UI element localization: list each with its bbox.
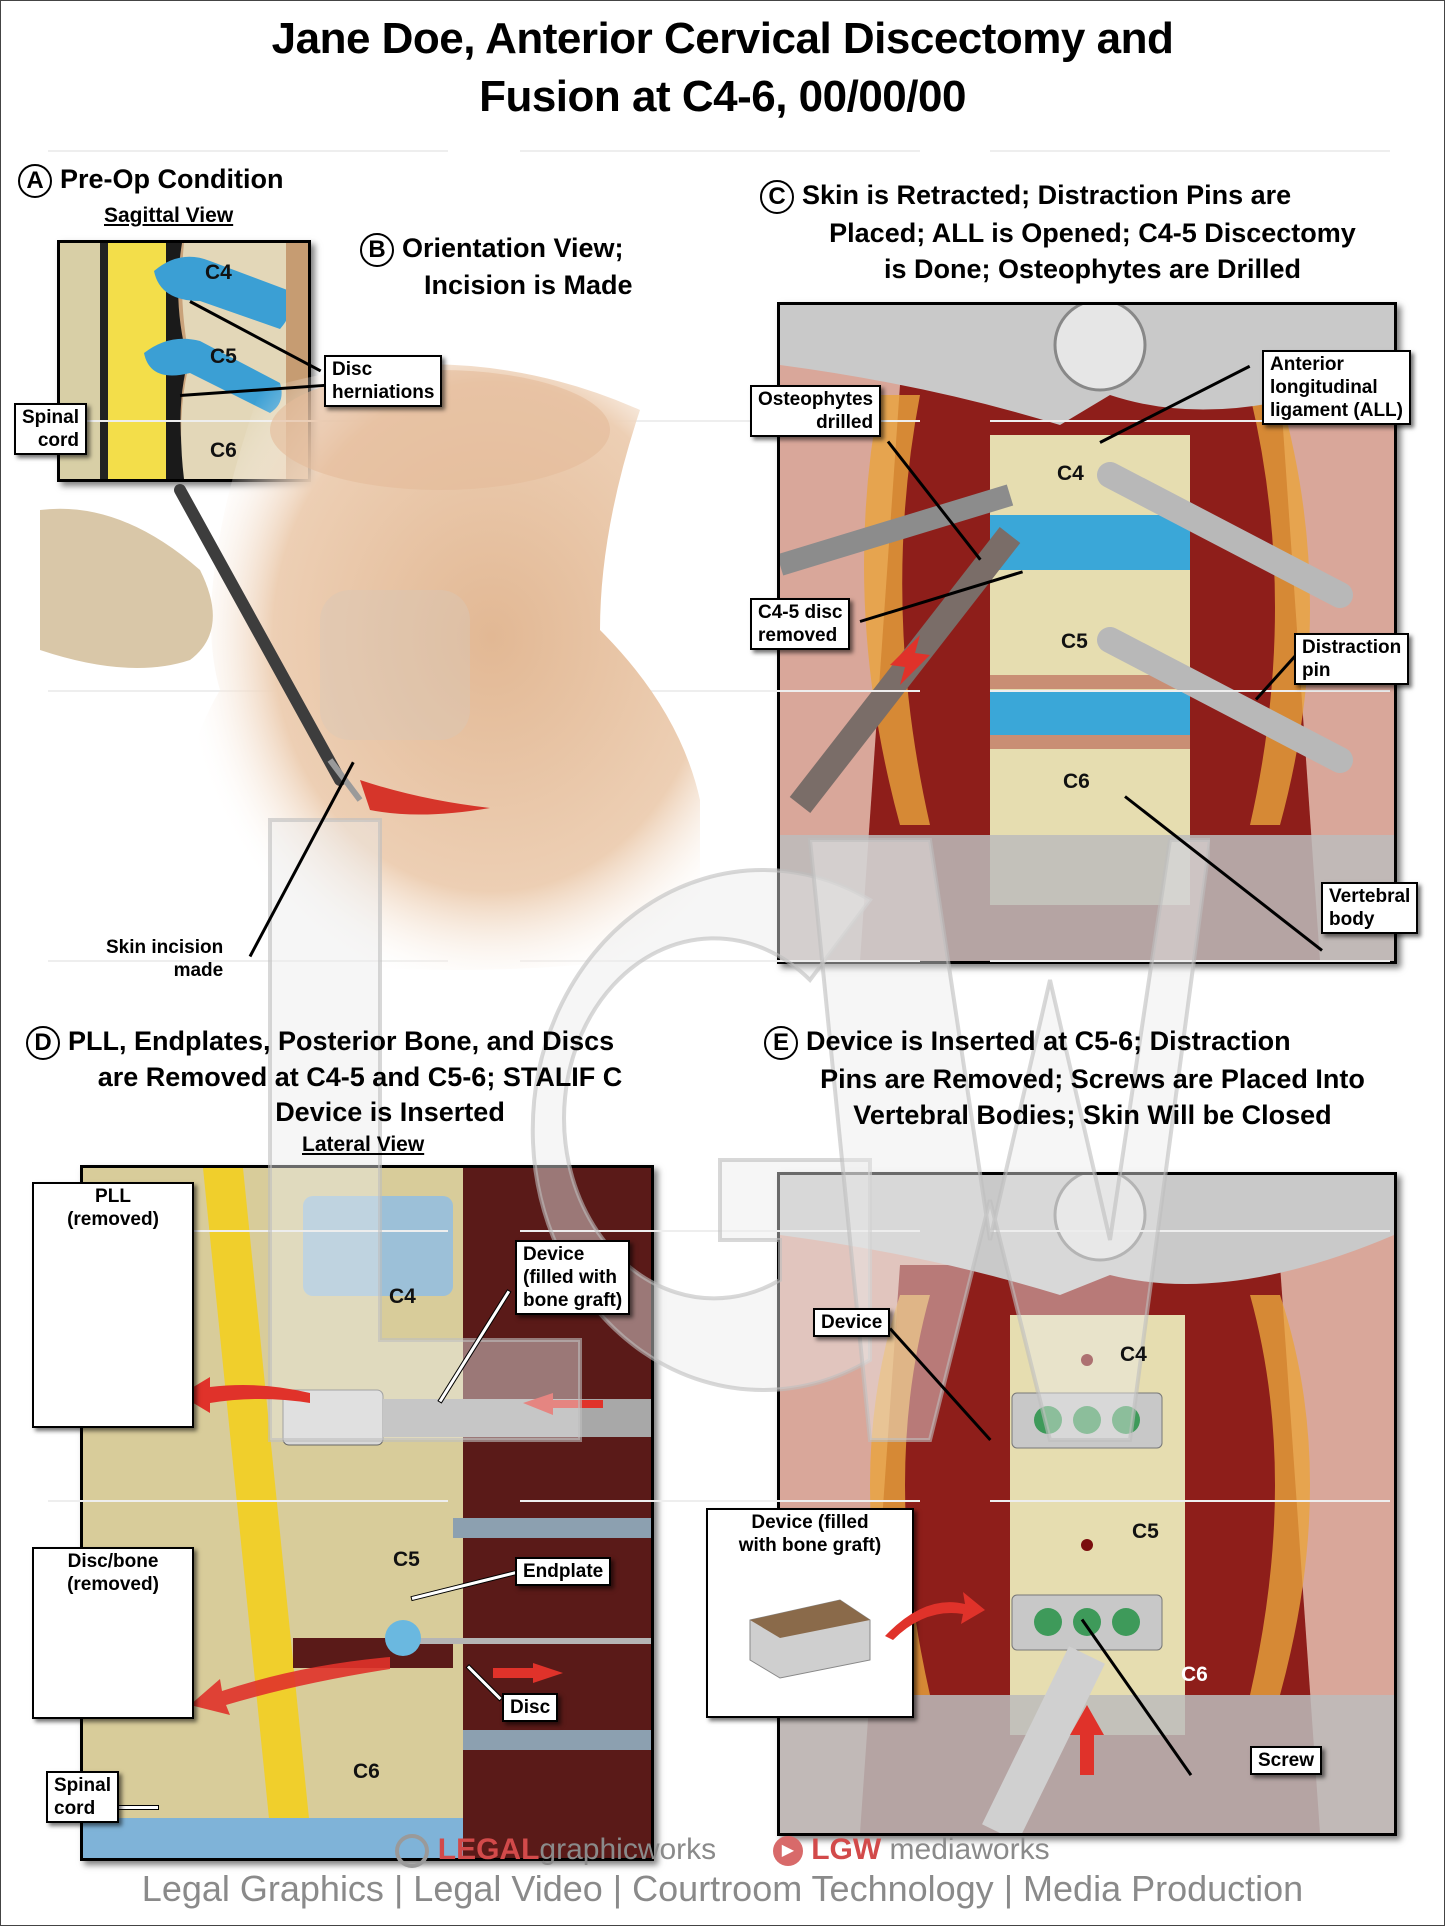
device-inset-illustration [749, 1599, 871, 1679]
vertebra-c4: C4 [205, 261, 232, 284]
label-screw: Screw [1250, 1746, 1322, 1775]
disc-c5-6 [144, 338, 282, 413]
vertebra-c4-e: C4 [1120, 1343, 1147, 1366]
label-pll-removed: PLL (removed) [32, 1182, 194, 1428]
gloved-hand [40, 508, 213, 668]
panel-e-letter: E [764, 1025, 798, 1060]
label-skin-incision: Skin incision made [106, 937, 224, 981]
vertebra-c4-c: C4 [1057, 462, 1084, 485]
panel-b-letter: B [360, 232, 394, 267]
panel-e-surgical-image: C4 C5 C6 [777, 1172, 1397, 1836]
label-anterior-longitudinal-ligament: Anterior longitudinal ligament (ALL) [1262, 350, 1411, 425]
trachea [320, 590, 470, 740]
label-disc-bone-removed: Disc/bone (removed) [32, 1547, 194, 1719]
panel-d-letter: D [26, 1025, 60, 1060]
vertebra-c6-d: C6 [353, 1760, 380, 1783]
vertebra-c4-d: C4 [389, 1285, 416, 1308]
arrow-screw-insert [1070, 1705, 1104, 1775]
label-distraction-pin: Distraction pin [1294, 633, 1410, 685]
panel-b-heading: B Orientation View; [360, 231, 624, 267]
panel-d-title-line-3: Device is Inserted [275, 1097, 505, 1127]
label-device-filled-d: Device (filled with bone graft) [515, 1240, 631, 1315]
panel-e-heading: E Device is Inserted at C5-6; Distraction [764, 1024, 1291, 1060]
logo-graphicworks-text: graphicworks [539, 1833, 717, 1866]
logo-mediaworks-text: mediaworks [889, 1833, 1050, 1866]
page-title-line-2: Fusion at C4-6, 00/00/00 [479, 72, 966, 121]
label-spinal-cord-a: Spinal cord [14, 403, 88, 455]
retractor-bottom [780, 835, 1394, 961]
label-disc-d: Disc [502, 1693, 559, 1722]
screwdriver [982, 1646, 1105, 1833]
vertebra-c5: C5 [210, 345, 237, 368]
vertebra-c5-e: C5 [1132, 1520, 1159, 1543]
label-spinal-cord-d: Spinal cord [46, 1771, 120, 1823]
label-vertebral-body: Vertebral body [1321, 882, 1419, 934]
label-device-e: Device [813, 1308, 891, 1337]
distraction-pin-upper [1097, 462, 1353, 608]
panel-b-neck-illustration [40, 330, 700, 990]
panel-c-title-line-3: is Done; Osteophytes are Drilled [883, 254, 1302, 284]
panel-b-title-line-1: Orientation View; [402, 233, 624, 263]
play-icon: ▶ [772, 1836, 803, 1867]
panel-d-title-line-1: PLL, Endplates, Posterior Bone, and Disc… [68, 1026, 615, 1056]
panel-c-title-line-2: Placed; ALL is Opened; C4-5 Discectomy [829, 218, 1356, 248]
drill [780, 484, 1014, 576]
arrow-removal [890, 635, 930, 685]
panel-b-title-line-2: Incision is Made [424, 270, 633, 300]
incision [360, 780, 490, 815]
footer-watermark: Legal Graphics | Legal Video | Courtroom… [141, 1868, 1304, 1909]
panel-e-title-line-1: Device is Inserted at C5-6; Distraction [806, 1026, 1291, 1056]
vertebra-c5-d: C5 [393, 1548, 420, 1571]
leader-spinal-cord-d [96, 1806, 158, 1809]
vertebra-c6-c: C6 [1063, 770, 1090, 793]
panel-c-title-line-1: Skin is Retracted; Distraction Pins are [802, 180, 1292, 210]
vertebra-c5-c: C5 [1061, 630, 1088, 653]
vertebra-c6: C6 [210, 439, 237, 462]
panel-d-subtitle: Lateral View [302, 1133, 425, 1156]
arrow-disc-bone-removal [190, 1657, 390, 1715]
panel-a-title: Pre-Op Condition [60, 164, 284, 194]
logo-watermarks-row: LEGALgraphicworks ▶ LGW mediaworks [0, 1832, 1445, 1869]
panel-a-heading: A Pre-Op Condition [18, 162, 283, 198]
arrow-remove-disc [493, 1663, 563, 1683]
vertebra-c6-e: C6 [1181, 1663, 1208, 1686]
logo-lgw-text: LGW [811, 1833, 882, 1866]
panel-d-title-line-2: are Removed at C4-5 and C5-6; STALIF C [97, 1062, 623, 1092]
disc-c4-5 [154, 256, 292, 329]
disc-c4-5-removed [990, 515, 1190, 570]
label-osteophytes-drilled: Osteophytes drilled [750, 385, 882, 437]
panel-c-letter: C [760, 179, 794, 214]
panel-a-letter: A [18, 163, 52, 198]
label-disc-herniations: Disc herniations [324, 355, 443, 407]
panel-e-title-line-2: Pins are Removed; Screws are Placed Into [820, 1064, 1365, 1094]
logo-legal-text: LEGAL [437, 1833, 540, 1866]
label-endplate: Endplate [515, 1557, 612, 1586]
arrow-pll-removal [180, 1377, 310, 1413]
panel-a-subtitle: Sagittal View [104, 204, 234, 227]
page-title-line-1: Jane Doe, Anterior Cervical Discectomy a… [271, 14, 1174, 63]
label-c4-5-disc-removed: C4-5 disc removed [750, 598, 851, 650]
logo-ring-icon [395, 1834, 430, 1869]
disc-fragment [385, 1620, 421, 1656]
panel-c-heading: C Skin is Retracted; Distraction Pins are [760, 178, 1291, 214]
distraction-pin-lower [1097, 627, 1353, 773]
device-fixation-field [780, 1175, 1394, 1833]
panel-d-heading: D PLL, Endplates, Posterior Bone, and Dis… [26, 1024, 614, 1060]
disc-upper [303, 1196, 453, 1296]
disc-c5-6 [990, 690, 1190, 735]
panel-e-title-line-3: Vertebral Bodies; Skin Will be Closed [853, 1100, 1332, 1130]
arrow-device-placement [885, 1592, 985, 1640]
scalpel-handle [174, 484, 346, 786]
